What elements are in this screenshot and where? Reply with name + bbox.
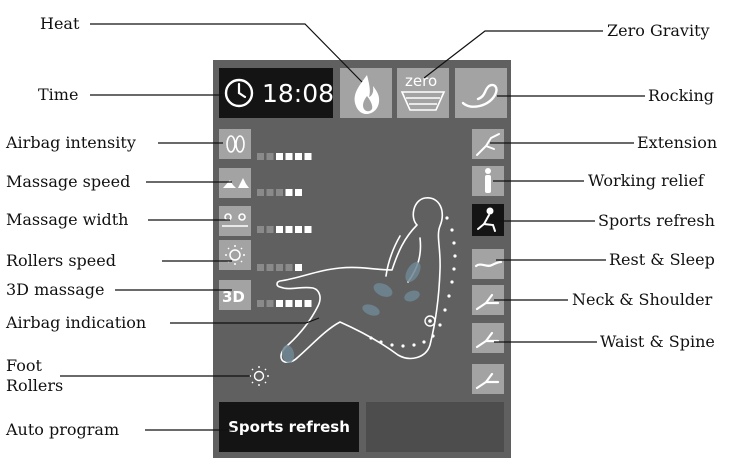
level-segment: [257, 300, 264, 307]
extension-icon: [476, 133, 500, 156]
label-sports-refresh: Sports refresh: [598, 211, 715, 230]
level-segment: [295, 226, 302, 233]
3d-massage-button[interactable]: 3D: [219, 280, 251, 310]
label-foot-rollers-line1: Foot: [6, 356, 42, 375]
control-panel: [213, 60, 511, 458]
level-segment: [285, 189, 293, 196]
callout-lines: [60, 23, 645, 431]
level-segment: [266, 226, 274, 233]
lying-figure-icon: [474, 260, 503, 268]
hands-speed-icon: [223, 178, 249, 188]
level-segment: [276, 300, 283, 307]
level-segment: [266, 189, 274, 196]
label-rocking: Rocking: [648, 86, 714, 105]
sitting-figure-icon: [477, 207, 496, 232]
level-segment: [257, 153, 264, 160]
level-segment: [285, 264, 293, 271]
label-waist-spine: Waist & Spine: [600, 332, 715, 351]
label-neck-shoulder: Neck & Shoulder: [572, 290, 713, 309]
label-zero-gravity: Zero Gravity: [607, 21, 710, 40]
rollers-speed-level-bar: [257, 264, 302, 271]
airbag-intensity-level-bar: [257, 153, 312, 160]
label-massage-width: Massage width: [6, 210, 128, 229]
level-segment: [276, 226, 283, 233]
level-segment: [257, 226, 264, 233]
roller-path-dots: [369, 216, 457, 348]
level-segment: [285, 153, 293, 160]
clock-icon: [224, 78, 254, 108]
level-segment: [285, 226, 293, 233]
level-segment: [285, 300, 293, 307]
label-3d-massage: 3D massage: [6, 280, 104, 299]
rollers-speed-button[interactable]: [219, 240, 251, 270]
label-heat: Heat: [40, 14, 80, 33]
auto-program-display[interactable]: Sports refresh: [219, 402, 359, 452]
label-airbag-indication: Airbag indication: [5, 313, 146, 332]
level-segment: [295, 153, 302, 160]
level-segment: [266, 300, 274, 307]
time-display: 18:08: [219, 68, 334, 118]
auto-program-label: Sports refresh: [228, 418, 350, 436]
level-segment: [276, 189, 283, 196]
airbag-indicators: [281, 262, 421, 363]
zero-gravity-button[interactable]: zero: [397, 68, 449, 118]
3d-massage-level-bar: [257, 300, 312, 307]
rocking-button[interactable]: [455, 68, 507, 118]
sports-refresh-button[interactable]: [472, 204, 504, 236]
level-segment: [276, 153, 283, 160]
label-extension: Extension: [637, 133, 717, 152]
label-airbag-intensity: Airbag intensity: [5, 133, 136, 152]
level-segment: [295, 189, 302, 196]
level-segment: [295, 264, 302, 271]
reclined-figure-icon: [475, 293, 500, 311]
extension-button[interactable]: [472, 129, 504, 159]
standing-figure-icon: [485, 168, 491, 193]
level-segment: [257, 264, 264, 271]
zero-label: zero: [405, 72, 437, 90]
massage-width-level-bar: [257, 226, 312, 233]
zero-gravity-icon: [400, 91, 446, 111]
label-foot-rollers-line2: Rollers: [6, 376, 63, 395]
extra-program-button[interactable]: [472, 364, 504, 394]
rocking-icon: [461, 83, 498, 108]
level-segment: [266, 264, 274, 271]
massage-speed-level-bar: [257, 189, 302, 196]
label-massage-speed: Massage speed: [6, 172, 130, 191]
level-segment: [266, 153, 274, 160]
massage-speed-button[interactable]: [219, 168, 251, 198]
heat-button[interactable]: [340, 68, 392, 118]
label-auto-program: Auto program: [5, 420, 119, 439]
time-value: 18:08: [262, 79, 334, 108]
rest-sleep-button[interactable]: [472, 249, 504, 279]
reclined-figure-icon: [475, 372, 500, 390]
massage-width-button[interactable]: [219, 206, 251, 236]
level-indicators: [257, 153, 312, 307]
reclined-figure-icon: [475, 331, 500, 349]
level-segment: [304, 226, 312, 233]
level-segment: [304, 153, 312, 160]
secondary-display: [366, 402, 504, 452]
label-time: Time: [38, 85, 78, 104]
3d-label: 3D: [222, 288, 245, 306]
airbag-icon: [226, 135, 245, 153]
roller-position-icon: [424, 315, 436, 327]
level-segment: [276, 264, 283, 271]
label-rollers-speed: Rollers speed: [6, 251, 116, 270]
flame-icon: [354, 75, 380, 114]
waist-spine-button[interactable]: [472, 323, 504, 353]
callout-labels: Heat Zero Gravity Time Rocking Airbag in…: [5, 14, 717, 439]
label-rest-sleep: Rest & Sleep: [609, 250, 715, 269]
label-working-relief: Working relief: [588, 171, 705, 190]
level-segment: [304, 300, 312, 307]
airbag-intensity-button[interactable]: [219, 129, 251, 159]
level-segment: [295, 300, 302, 307]
level-segment: [257, 189, 264, 196]
